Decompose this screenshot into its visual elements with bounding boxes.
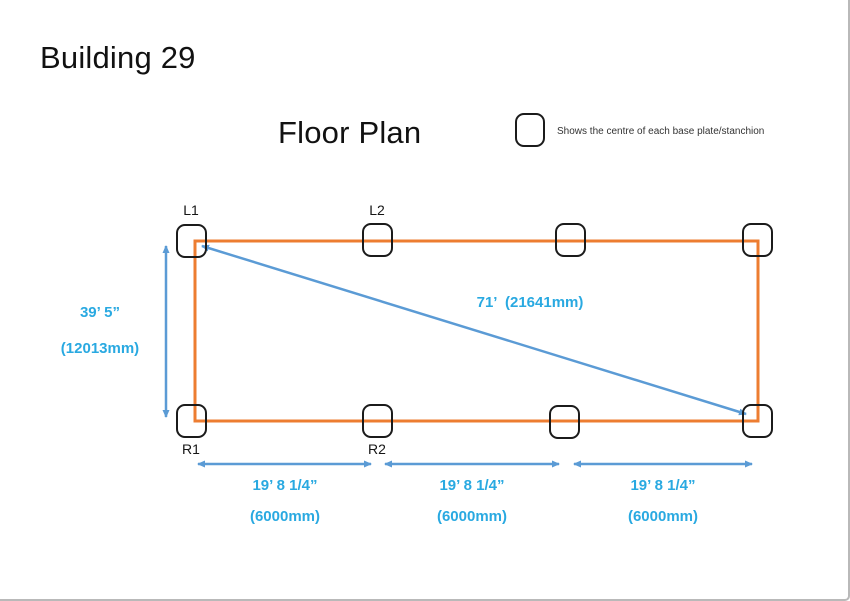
building-outline	[193, 239, 760, 423]
stanchion-label-r2: R2	[368, 441, 386, 457]
stanchion-label-l2: L2	[369, 202, 385, 218]
stanchion-marker-bottom-2	[362, 404, 393, 438]
stanchion-marker-top-2	[362, 223, 393, 257]
legend-label: Shows the centre of each base plate/stan…	[557, 126, 765, 137]
bay2-dimension-feet: 19’ 8 1/4”	[439, 477, 505, 494]
stanchion-label-l1: L1	[183, 202, 199, 218]
bay3-dimension-feet: 19’ 8 1/4”	[630, 477, 696, 494]
diagonal-dimension-label: 71’ (21641mm)	[476, 294, 584, 311]
stanchion-marker-top-1	[176, 224, 207, 258]
bay2-dimension-mm: (6000mm)	[436, 508, 508, 525]
diagonal-dimension-arrow	[201, 244, 747, 416]
page-title: Building 29	[40, 40, 196, 75]
bay1-dimension-mm: (6000mm)	[249, 508, 321, 525]
floor-plan-heading: Floor Plan	[278, 115, 422, 150]
height-dimension-mm: (12013mm)	[60, 340, 140, 357]
stanchion-label-r1: R1	[182, 441, 200, 457]
bay1-dimension-feet: 19’ 8 1/4”	[252, 477, 318, 494]
stanchion-marker-bottom-3	[549, 405, 580, 439]
stanchion-marker-bottom-4	[742, 404, 773, 438]
stanchion-marker-top-4	[742, 223, 773, 257]
bay3-dimension-mm: (6000mm)	[627, 508, 699, 525]
base-plate-icon	[515, 113, 545, 147]
height-dimension-feet: 39’ 5”	[79, 304, 121, 321]
stanchion-marker-bottom-1	[176, 404, 207, 438]
stanchion-marker-top-3	[555, 223, 586, 257]
